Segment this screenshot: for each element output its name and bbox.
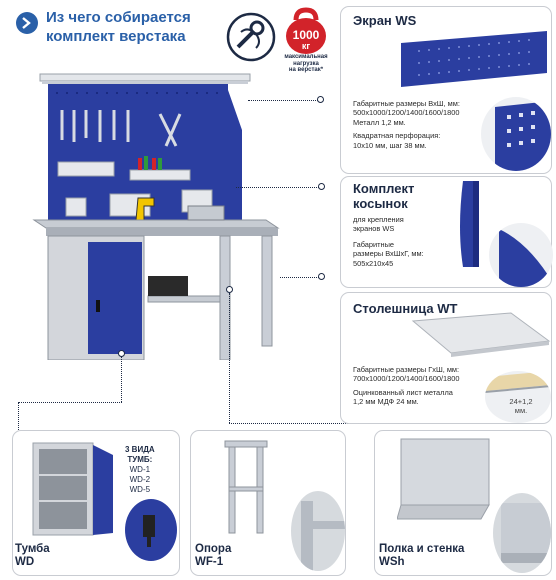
- weight-unit: кг: [301, 41, 311, 51]
- screen-spec-4: Квадратная перфорация:: [353, 131, 441, 141]
- gussets-spec-1: Габаритные: [353, 239, 394, 249]
- tabletop-spec-4: 1,2 мм МДФ 24 мм.: [353, 397, 419, 407]
- screen-spec-1: Габаритные размеры ВхШ, мм:: [353, 99, 460, 108]
- shelf-detail-circle: [493, 493, 551, 573]
- card-screen-title: Экран WS: [353, 13, 417, 28]
- screen-spec-block: Габаритные размеры ВхШ, мм: 500х1000/120…: [353, 99, 483, 150]
- cabinet-types: 3 ВИДА ТУМБ: WD-1 WD-2 WD-5: [125, 445, 155, 495]
- connector-v-cabinet: [121, 356, 122, 402]
- gusset-detail-circle: [489, 223, 553, 287]
- screen-spec-3: Металл 1,2 мм.: [353, 117, 406, 127]
- screen-ws-image: [401, 31, 547, 87]
- connector-dot-screen: [317, 96, 324, 103]
- gussets-spec-3: 505х210х45: [353, 258, 394, 268]
- tabletop-spec-1: Габаритные размеры ГхШ, мм:: [353, 365, 460, 374]
- card-gussets-title: Комплект косынок: [353, 181, 414, 211]
- workbench-illustration: [32, 73, 280, 360]
- gussets-title-1: Комплект: [353, 181, 415, 196]
- screen-detail-circle: [481, 97, 551, 171]
- connector-h-cabinet: [18, 402, 122, 403]
- card-shelf: Полка и стенка WSh: [374, 430, 552, 576]
- support-label: Опора WF-1: [195, 543, 231, 569]
- card-tabletop: Столешница WT Габаритные размеры ГхШ, мм…: [340, 292, 552, 424]
- tabletop-detail-circle: 24+1,2 мм.: [485, 371, 551, 423]
- tabletop-spec-3: Оцинкованный лист металла: [353, 387, 453, 397]
- weight-caption-1: максимальная: [284, 54, 328, 60]
- support-image: [224, 440, 268, 534]
- connector-v-cabinet-down: [18, 402, 19, 430]
- gussets-desc-1: для крепления: [353, 215, 404, 224]
- shelf-label: Полка и стенка WSh: [379, 543, 464, 569]
- connector-h-shelf: [229, 423, 350, 424]
- shelf-label-1: Полка и стенка: [379, 543, 465, 555]
- support-detail-circle: [291, 491, 345, 571]
- connector-line-tabletop: [280, 277, 319, 278]
- cabinet-label-1: Тумба: [15, 543, 50, 555]
- connector-line-screen: [248, 100, 318, 101]
- connector-v-support: [229, 293, 230, 423]
- page-title: Из чего собирается комплект верстака: [46, 8, 191, 46]
- screen-spec-5: 10х10 мм, шаг 38 мм.: [353, 140, 427, 150]
- cabinet-type-wd5: WD-5: [129, 485, 151, 494]
- tabletop-spec-2: 700х1000/1200/1400/1600/1800: [353, 374, 460, 384]
- title-line-1: Из чего собирается: [46, 9, 191, 26]
- tabletop-thickness-1: 24+1,2: [509, 397, 533, 406]
- cabinet-types-2: ТУМБ:: [127, 455, 153, 464]
- cabinet-label: Тумба WD: [15, 543, 50, 569]
- title-line-2: комплект верстака: [46, 28, 186, 45]
- card-tabletop-title: Столешница WT: [353, 301, 458, 316]
- gussets-spec-2: размеры ВхШхГ, мм:: [353, 249, 424, 259]
- weight-badge: 1000 кг максимальная нагрузка на верстак…: [280, 6, 332, 78]
- tabletop-spec-block: Габаритные размеры ГхШ, мм: 700х1000/120…: [353, 365, 493, 407]
- title-arrow-icon: [16, 12, 38, 34]
- weight-value: 1000: [292, 28, 320, 42]
- cabinet-types-1: 3 ВИДА: [125, 445, 155, 454]
- gussets-spec-block: для крепления экранов WS Габаритные разм…: [353, 215, 439, 268]
- cabinet-image: [32, 442, 113, 536]
- weight-caption-3: на верстак*: [288, 67, 324, 73]
- cabinet-type-wd2: WD-2: [129, 475, 151, 484]
- connector-line-gussets: [236, 187, 319, 188]
- shelf-image: [397, 438, 490, 520]
- screen-spec-2: 500х1000/1200/1400/1600/1800: [353, 108, 460, 118]
- tabletop-image: [411, 312, 551, 357]
- wrench-gear-icon: [226, 12, 276, 62]
- weight-caption-2: нагрузка: [293, 60, 319, 67]
- kettlebell-icon: [286, 7, 326, 54]
- card-gussets: Комплект косынок для крепления экранов W…: [340, 176, 553, 288]
- tabletop-thickness-2: мм.: [514, 406, 528, 415]
- support-label-2: WF-1: [195, 556, 224, 568]
- gussets-title-2: косынок: [353, 196, 408, 211]
- cabinet-lock-circle: [125, 499, 177, 561]
- gusset-image: [460, 181, 479, 267]
- cabinet-label-2: WD: [15, 556, 35, 568]
- connector-dot-gussets: [318, 183, 325, 190]
- card-cabinet: 3 ВИДА ТУМБ: WD-1 WD-2 WD-5 Тумба WD: [12, 430, 180, 576]
- cabinet-type-wd1: WD-1: [129, 465, 151, 474]
- connector-dot-tabletop: [318, 273, 325, 280]
- shelf-label-2: WSh: [379, 556, 405, 568]
- card-screen-ws: Экран WS Габаритные размеры ВхШ, мм: 500…: [340, 6, 552, 174]
- card-support: Опора WF-1: [190, 430, 346, 576]
- gussets-desc-2: экранов WS: [353, 224, 395, 234]
- support-label-1: Опора: [195, 543, 232, 555]
- connector-dot-support: [226, 286, 233, 293]
